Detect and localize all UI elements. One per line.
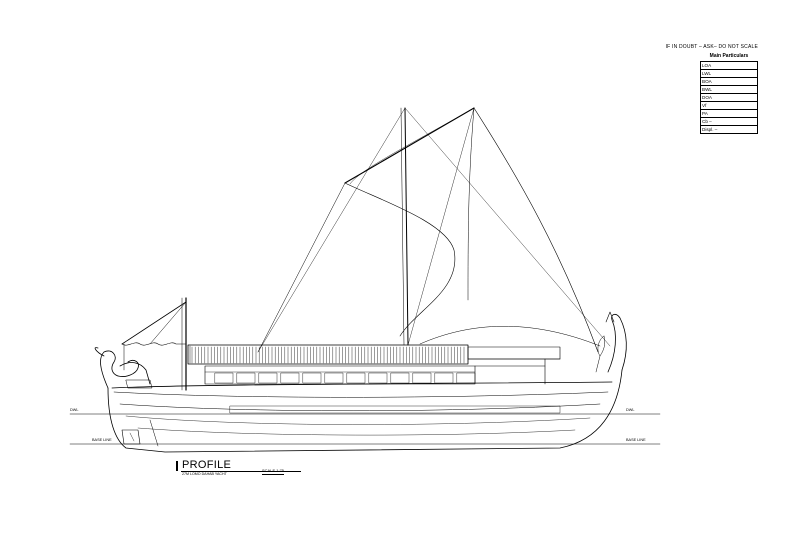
particulars-heading: Main Particulars (709, 53, 749, 59)
hull (107, 369, 623, 453)
disclaimer-note: IF IN DOUBT – ASK– DO NOT SCALE (665, 44, 758, 50)
deckhouse (187, 344, 561, 385)
particular-row: BOA (700, 77, 758, 86)
title-marker (176, 461, 178, 471)
stern-carving (94, 347, 153, 389)
drawing-subtitle: 27M LOMO DAHAB YACHT (182, 472, 227, 476)
particular-row: DOA (700, 93, 758, 102)
awning-slats (191, 346, 476, 384)
drawing-scale: SCALE 1:75 (262, 468, 285, 475)
drawing-title: PROFILE (182, 459, 232, 471)
baseline-label-right: BASE LINE (626, 438, 646, 442)
particular-row: Vf (700, 101, 758, 110)
waterline-label-left: DWL (70, 408, 79, 412)
particular-row: Displ. – (700, 125, 758, 134)
title-underline (181, 471, 301, 472)
rig (257, 107, 611, 353)
baseline-label-left: BASE LINE (92, 438, 112, 442)
waterline-label-right: DWL (626, 408, 635, 412)
particular-row: LWL (700, 69, 758, 78)
main-particulars-table: Main Particulars LOA LWL BOA BWL DOA Vf … (700, 52, 758, 134)
bow-stem (595, 311, 627, 373)
particular-row: Cb – (700, 117, 758, 126)
particular-row: LOA (700, 61, 758, 70)
stern-awning (121, 297, 187, 391)
particular-row: BWL (700, 85, 758, 94)
particular-row: PA (700, 109, 758, 118)
